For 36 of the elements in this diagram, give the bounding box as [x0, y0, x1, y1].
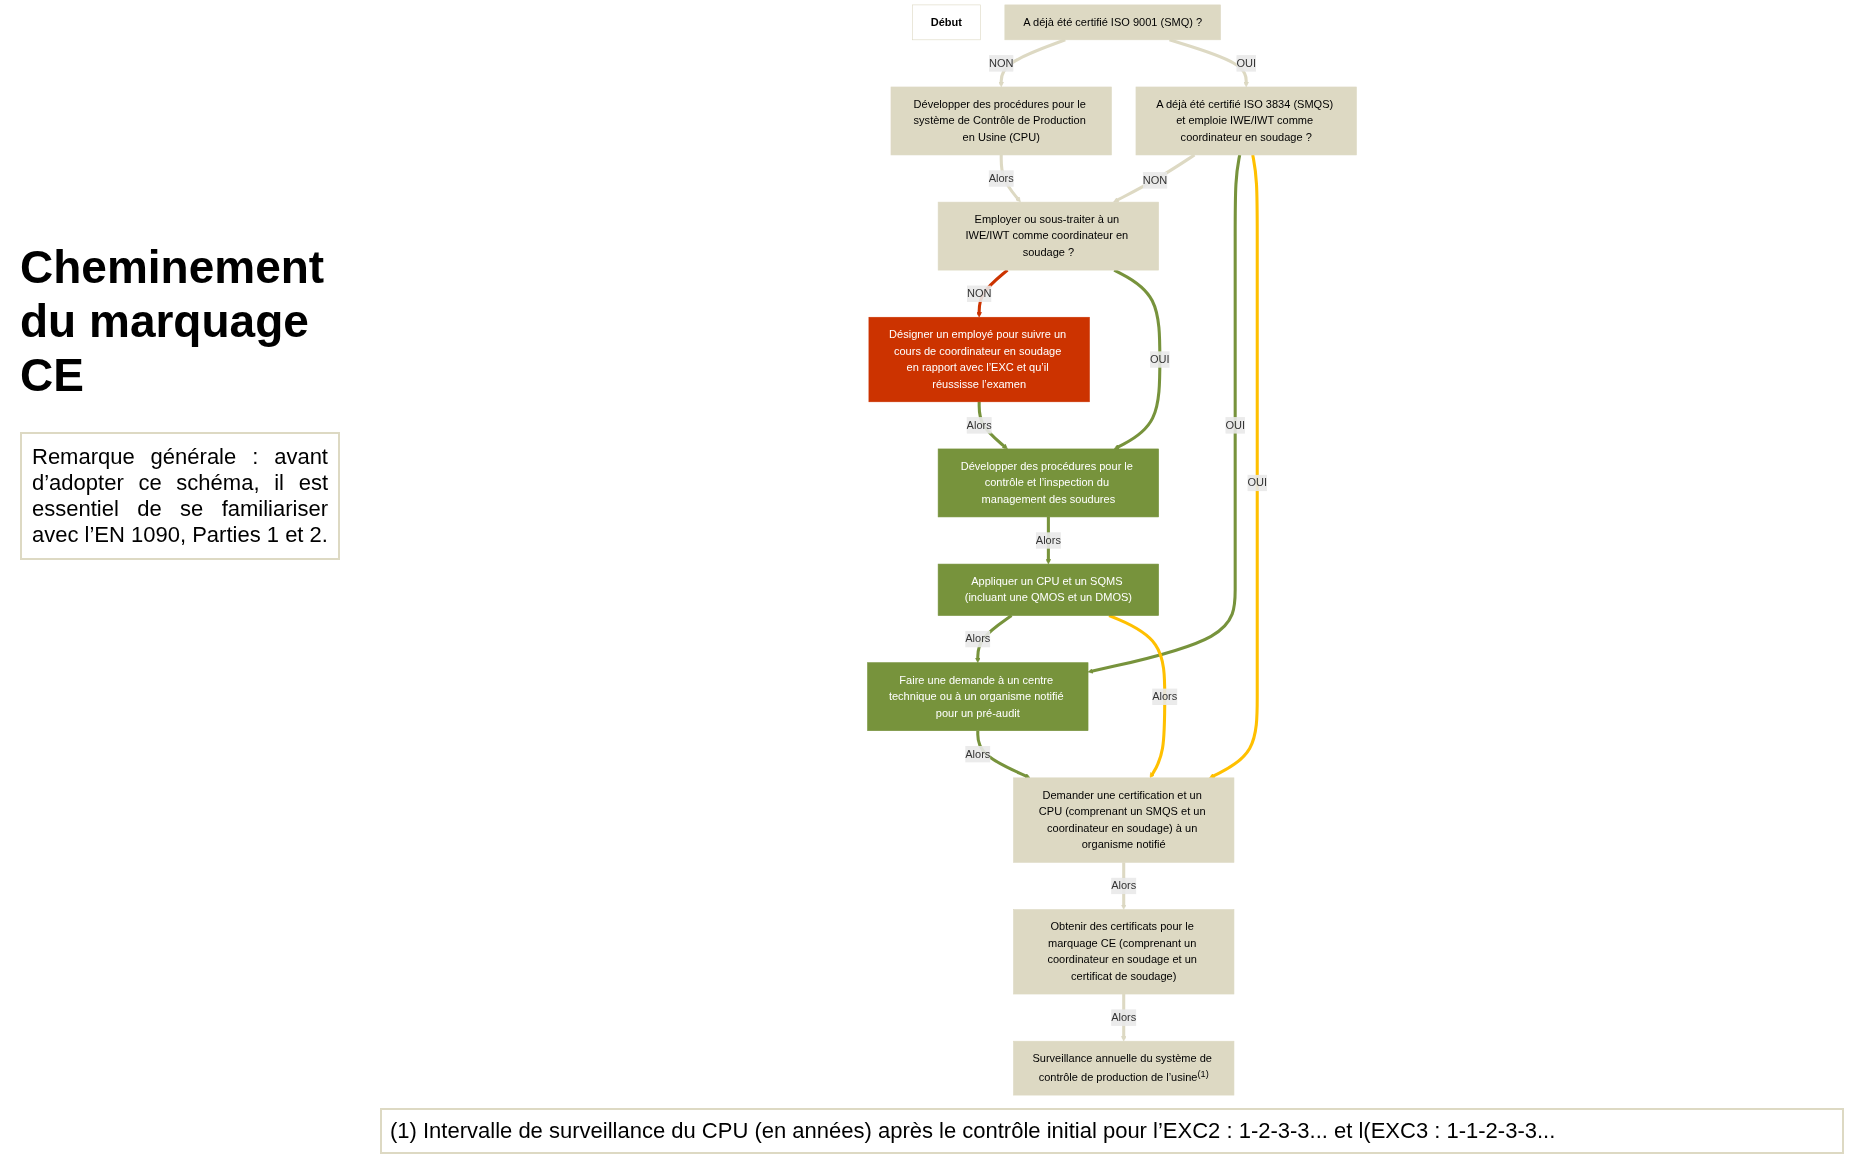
arrow: [1113, 153, 1196, 203]
node-box: Appliquer un CPU et un SQMS (incluant une QMOS et un DMOS): [937, 563, 1159, 616]
arrow: [1087, 154, 1242, 674]
title: Cheminement du marquage CE: [20, 240, 326, 402]
node-box: Développer des procédures pour le contrôle et l’inspection du management des soudures: [937, 448, 1159, 518]
note-text: Remarque générale : avant d’adopter ce schéma, il est essentiel de se familiariser avec l’EN 1090, Parties 1 et 2.: [20, 432, 340, 560]
edge-label: NON: [988, 56, 1014, 70]
edge-label: OUI: [1150, 353, 1170, 366]
edge-label: Alors: [988, 172, 1014, 185]
node-box: Employer ou sous-traiter à un IWE/IWT comme coordinateur en soudage ?: [937, 201, 1159, 271]
footnote: (1) Intervalle de surveillance du CPU (en années) après le contrôle initial pour l’EXC2 : 1-2-3-3... et l(EXC3 : 1-1-2-3-3...: [380, 1108, 1844, 1154]
edge-label: Alors: [965, 632, 991, 645]
node-box: A déjà été certifié ISO 3834 (SMQS) et emploie IWE/IWT comme coordinateur en soudage ?: [1135, 86, 1357, 156]
edge-label: OUI: [1247, 476, 1268, 489]
arrow: [1169, 38, 1249, 88]
node-box: Obtenir des certificats pour le marquage CE (comprenant un coordinateur en soudage et un certificat de soudage): [1013, 909, 1235, 995]
arrow: [1209, 154, 1259, 779]
edge-label: Alors: [1035, 534, 1061, 547]
node-box: Surveillance annuelle du système de contrôle de production de l’usine$^{(1)}$: [1013, 1040, 1235, 1096]
edge-label: NON: [966, 287, 992, 300]
edge-label: Alors: [1152, 690, 1178, 703]
node-box: Faire une demande à un centre technique ou à un organisme notifié pour un pré-audit: [867, 662, 1089, 731]
node-box: A déjà été certifié ISO 9001 (SMQ) ?: [1004, 4, 1221, 41]
node-box: Demander une certification et un CPU (comprenant un SMQS et un coordinateur en soudage) à un organisme notifié: [1013, 777, 1235, 863]
node-box: Début: [912, 4, 981, 41]
arrow: [1108, 614, 1167, 779]
edge-label: OUI: [1225, 418, 1245, 432]
arrow: [998, 38, 1066, 88]
node-box: Développer des procédures pour le système de Contrôle de Production en Usine (CPU): [890, 86, 1112, 156]
edge-label: OUI: [1236, 56, 1257, 70]
edge-label: NON: [1142, 173, 1168, 187]
node-box: Désigner un employé pour suivre un cours de coordinateur en soudage en rapport avec l’EXC et qu’il réussisse l’examen: [868, 316, 1090, 403]
edge-label: Alors: [1111, 1011, 1137, 1024]
edge-label: Alors: [1111, 879, 1137, 892]
edge-label: Alors: [965, 747, 991, 761]
edge-label: Alors: [966, 418, 992, 432]
